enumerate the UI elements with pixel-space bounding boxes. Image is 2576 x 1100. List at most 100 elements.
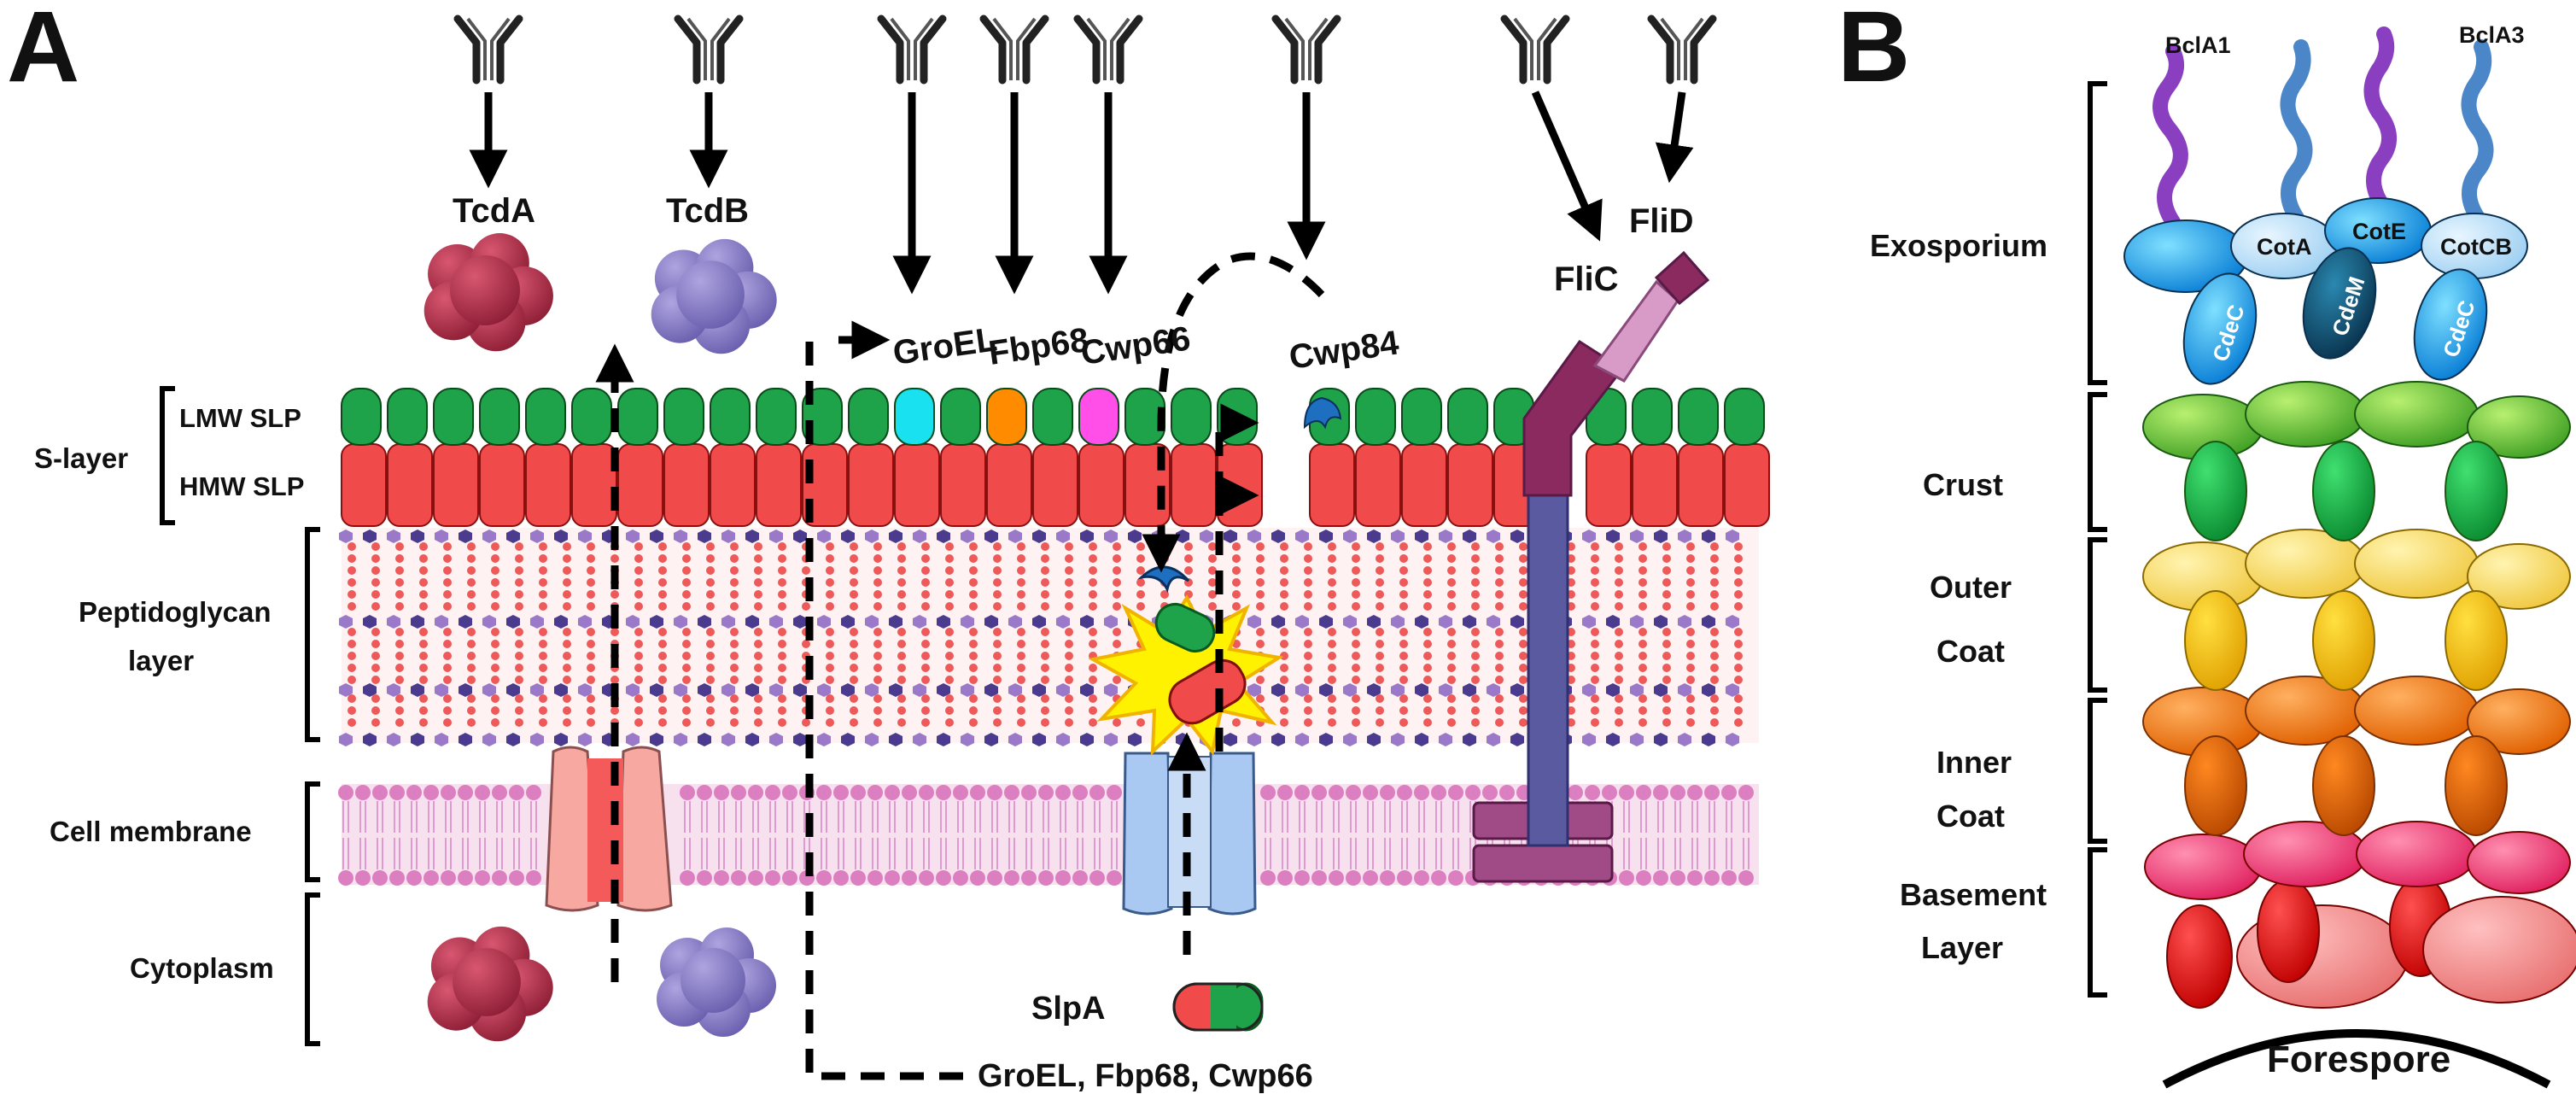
peptide-unit [682,694,691,703]
peptide-unit [634,628,643,636]
peptide-unit [1495,640,1504,648]
glycan-unit [913,683,926,697]
peptide-unit [682,542,691,551]
peptide-unit [467,652,476,660]
lipid-head [458,785,473,800]
glycan-unit [841,530,855,543]
peptide-unit [1638,652,1647,660]
peptide-unit [658,706,667,715]
peptide-unit [371,628,380,636]
lipid-head [765,785,780,800]
peptide-unit [587,706,595,715]
peptide-unit [1734,706,1743,715]
lipid-head [748,785,763,800]
peptide-unit [1376,554,1384,563]
peptide-unit [1662,566,1671,575]
peptide-unit [419,542,428,551]
panel-b-label: B [1837,0,1910,103]
peptide-unit [921,590,930,599]
glycan-unit [482,615,496,629]
peptide-unit [1734,628,1743,636]
glycan-unit [1606,733,1620,746]
peptide-unit [873,578,882,587]
peptide-unit [1710,542,1719,551]
layer-brackets [160,386,320,1046]
lipid-head [748,870,763,886]
peptide-unit [419,566,428,575]
glycan-unit [1439,733,1452,746]
peptide-unit [730,718,739,727]
peptide-unit [1041,664,1049,672]
peptide-unit [1423,652,1432,660]
glycan-unit [1295,530,1309,543]
peptide-unit [897,554,906,563]
glycan-unit [721,683,735,697]
peptide-unit [1017,676,1025,684]
lipid-head [441,785,456,800]
peptide-unit [539,676,547,684]
peptide-unit [491,676,499,684]
slpa-label: SlpA [1031,991,1106,1027]
peptide-unit [1638,542,1647,551]
peptide-unit [873,694,882,703]
lipid-head [389,785,405,800]
peptide-unit [395,590,404,599]
peptide-unit [1662,676,1671,684]
lipid-head [833,870,849,886]
peptide-unit [1519,664,1527,672]
lipid-head [1704,785,1720,800]
glycan-unit [554,530,568,543]
glycan-unit [530,683,544,697]
glycan-unit [1726,615,1739,629]
peptide-unit [682,676,691,684]
glycan-unit [1654,733,1668,746]
peptide-unit [1352,542,1360,551]
peptide-unit [587,664,595,672]
peptide-unit [1734,554,1743,563]
peptide-unit [1662,718,1671,727]
peptide-unit [1208,602,1217,611]
glycan-unit [769,530,783,543]
peptide-unit [1256,602,1265,611]
peptide-unit [634,694,643,703]
peptide-unit [1710,706,1719,715]
peptide-unit [395,694,404,703]
peptide-unit [706,566,715,575]
glycan-unit [1678,530,1691,543]
glycan-unit [913,530,926,543]
peptide-unit [826,566,834,575]
lipid-head [372,785,388,800]
peptide-unit [1615,602,1623,611]
peptide-unit [1710,628,1719,636]
peptide-unit [682,554,691,563]
glycan-unit [459,615,472,629]
peptide-unit [1304,554,1312,563]
peptide-unit [873,718,882,727]
peptide-unit [515,718,523,727]
peptide-unit [395,640,404,648]
peptide-unit [1519,694,1527,703]
lipid-head [1687,870,1703,886]
peptide-unit [969,578,978,587]
peptide-unit [754,706,762,715]
lipid-head [902,785,917,800]
antibodies [458,19,1713,80]
peptide-unit [491,578,499,587]
peptide-unit [1160,590,1169,599]
lipid-head [458,870,473,886]
peptide-unit [778,566,786,575]
glycan-unit [913,733,926,746]
peptide-unit [395,542,404,551]
lipid-head [919,870,934,886]
peptide-unit [778,640,786,648]
glycan-unit [530,530,544,543]
peptide-unit [395,718,404,727]
peptide-unit [1423,628,1432,636]
peptide-unit [1304,566,1312,575]
peptide-unit [1304,640,1312,648]
glycan-unit [674,733,687,746]
peptide-unit [1471,590,1480,599]
glycan-unit [1224,530,1237,543]
peptide-unit [1065,554,1073,563]
glycan-unit [1247,683,1261,697]
